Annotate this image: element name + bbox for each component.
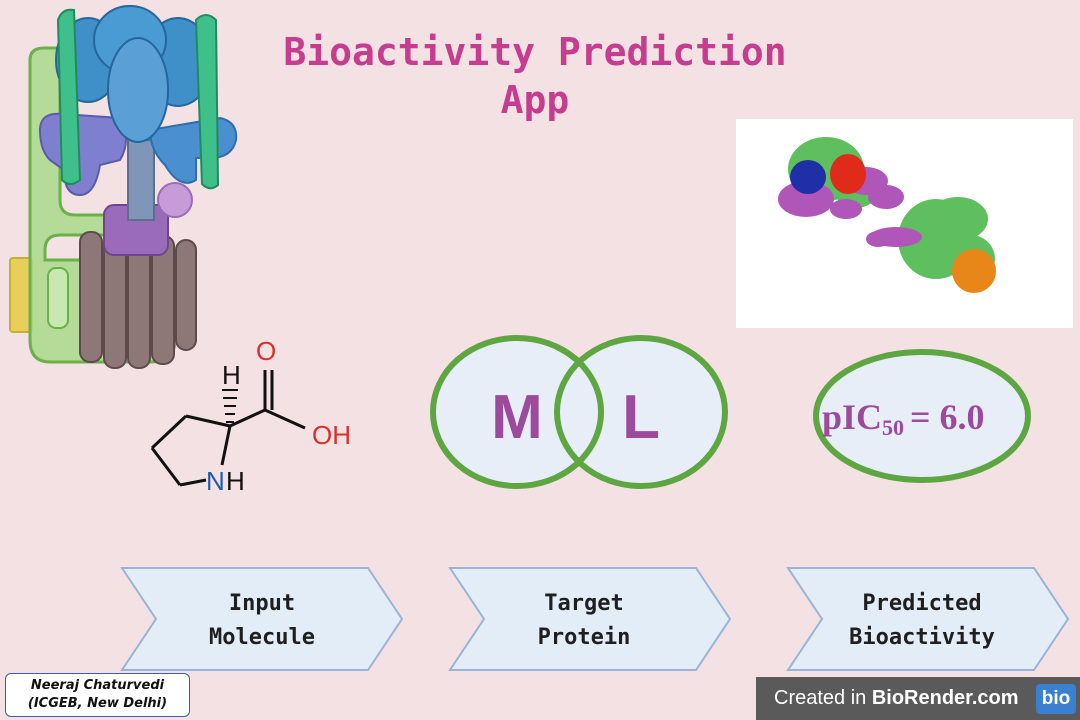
biorender-logo-icon: bio xyxy=(1036,684,1076,714)
protein-surface-render xyxy=(778,137,996,293)
venn-label-m: M xyxy=(491,383,543,452)
prediction-text: pIC50= 6.0 xyxy=(822,397,985,440)
atom-oh-o: OH xyxy=(312,420,351,450)
title-line-1: Bioactivity Prediction xyxy=(283,30,787,74)
atom-o-label: O xyxy=(256,336,276,366)
biorender-text: Created in BioRender.com xyxy=(774,677,1019,720)
biorender-text-brand: BioRender.com xyxy=(871,687,1019,709)
step-target-protein: Target Protein xyxy=(448,567,732,671)
step-1-line-2: Molecule xyxy=(209,625,315,650)
atom-nh-h-label: H xyxy=(226,466,245,496)
prediction-subscript: 50 xyxy=(882,415,904,440)
step-predicted-bioactivity: Predicted Bioactivity xyxy=(786,567,1070,671)
venn-label-l: L xyxy=(622,383,660,452)
biorender-text-prefix: Created in xyxy=(774,687,872,709)
atom-oh-label: OH xyxy=(312,420,351,450)
prediction-value: = 6.0 xyxy=(910,397,985,437)
step-1-line-1: Input xyxy=(229,591,295,616)
title-line-2: App xyxy=(500,78,570,122)
atom-n-label: N xyxy=(206,466,225,496)
step-2-line-1: Target xyxy=(544,591,623,616)
step-2-line-2: Protein xyxy=(538,625,631,650)
step-input-molecule: Input Molecule xyxy=(120,567,404,671)
proline-structure: H O OH N H xyxy=(150,336,351,496)
atom-h-label: H xyxy=(222,360,241,390)
step-3-line-2: Bioactivity xyxy=(849,625,995,650)
prediction-label: pIC xyxy=(822,397,882,437)
stereo-wedge xyxy=(222,389,238,423)
transporter-illustration xyxy=(9,5,238,369)
credit-affiliation: (ICGEB, New Delhi) xyxy=(27,696,168,711)
biorender-badge[interactable]: Created in BioRender.com bio xyxy=(756,677,1080,720)
venn-diagram: M L xyxy=(430,335,728,489)
author-credit: Neeraj Chaturvedi (ICGEB, New Delhi) xyxy=(5,673,190,717)
credit-name: Neeraj Chaturvedi xyxy=(30,678,165,693)
page-title: Bioactivity Prediction App xyxy=(200,28,870,124)
step-3-line-1: Predicted xyxy=(862,591,981,616)
prediction-ellipse: pIC50= 6.0 xyxy=(813,349,1031,483)
protein-structure-image xyxy=(736,119,1073,328)
molecule-bonds xyxy=(150,370,306,487)
venn-ellipse-right xyxy=(554,335,728,489)
